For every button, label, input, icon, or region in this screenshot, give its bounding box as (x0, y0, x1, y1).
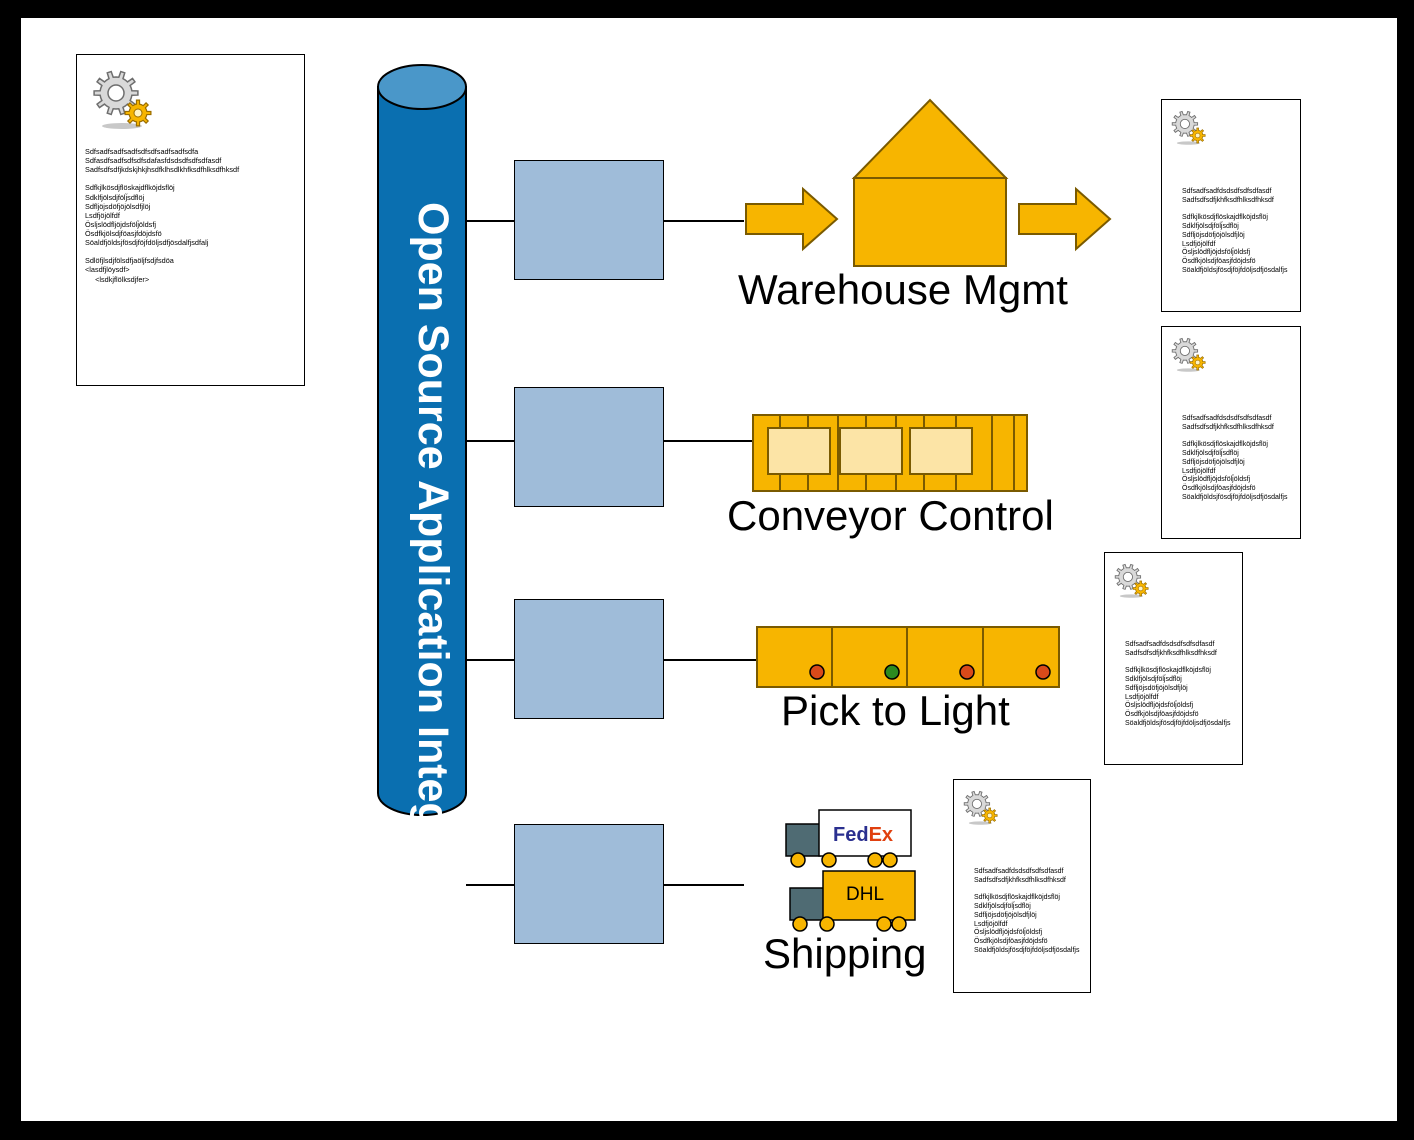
connector-system-to-icon-4 (664, 884, 744, 886)
system-adapter-box (514, 387, 664, 507)
output-document-text: Sdfsadfsadfdsdsdfsdfsdfasdf Sadfsdfsdfjk… (974, 868, 1080, 954)
conveyor-icon (752, 414, 1028, 492)
gears-icon (1171, 337, 1206, 372)
fedex-logo: FedEx (833, 824, 893, 847)
output-document-text: Sdfsadfsadfdsdsdfsdfsdfasdf Sadfsdfsdfjk… (1182, 415, 1288, 501)
connector-system-to-icon-2 (664, 440, 754, 442)
system-label-pick-to-light: Pick to Light (781, 687, 1010, 734)
indicator-light-red (959, 664, 975, 680)
warehouse-outbound-arrow (1018, 186, 1112, 252)
gears-icon (93, 70, 152, 129)
system-label-conveyor: Conveyor Control (727, 492, 1054, 539)
source-document-text: Sdfsadfsadfsadfsdfsdfsadfsadfsdfa Sdfasd… (85, 147, 240, 284)
pick-to-light-icon (756, 626, 1060, 688)
output-document: Sdfsadfsadfdsdsdfsdfsdfasdf Sadfsdfsdfjk… (953, 779, 1091, 993)
connector-bus-to-system-1 (466, 220, 514, 222)
indicator-light-red (1035, 664, 1051, 680)
integration-bus-top (377, 64, 467, 110)
output-document: Sdfsadfsadfdsdsdfsdfsdfasdf Sadfsdfsdfjk… (1161, 99, 1301, 312)
system-label-shipping: Shipping (763, 930, 927, 977)
fedex-logo-fed: Fed (833, 824, 869, 846)
gears-icon (1114, 563, 1149, 598)
output-document-text: Sdfsadfsadfdsdsdfsdfsdfasdf Sadfsdfsdfjk… (1125, 641, 1231, 727)
system-label-warehouse: Warehouse Mgmt (738, 266, 1068, 313)
output-document: Sdfsadfsadfdsdsdfsdfsdfasdf Sadfsdfsdfjk… (1161, 326, 1301, 539)
dhl-logo: DHL (846, 884, 885, 905)
connector-bus-to-system-3 (466, 659, 514, 661)
indicator-light-green (884, 664, 900, 680)
integration-bus-body (377, 86, 467, 816)
source-document: Sdfsadfsadfsadfsdfsdfsadfsadfsdfa Sdfasd… (76, 54, 305, 386)
system-adapter-box (514, 824, 664, 944)
output-document-text: Sdfsadfsadfdsdsdfsdfsdfasdf Sadfsdfsdfjk… (1182, 188, 1288, 274)
fedex-logo-ex: Ex (868, 824, 894, 846)
system-adapter-box (514, 599, 664, 719)
gears-icon (963, 790, 998, 825)
output-document: Sdfsadfsadfdsdsdfsdfsdfasdf Sadfsdfsdfjk… (1104, 552, 1243, 765)
integration-bus-label: Open Source Application Integration (409, 202, 457, 949)
connector-system-to-icon-3 (664, 659, 758, 661)
indicator-light-red (809, 664, 825, 680)
integration-bus (377, 64, 467, 816)
warehouse-icon (851, 98, 1009, 267)
connector-bus-to-system-2 (466, 440, 514, 442)
fedex-truck-icon (785, 809, 912, 868)
connector-bus-to-system-4 (466, 884, 514, 886)
warehouse-inbound-arrow (745, 186, 839, 252)
connector-system-to-icon-1 (664, 220, 744, 222)
gears-icon (1171, 110, 1206, 145)
dhl-truck-icon (789, 870, 916, 932)
shipping-trucks-icon (785, 809, 916, 932)
system-adapter-box (514, 160, 664, 280)
diagram-canvas: Sdfsadfsadfsadfsdfsdfsadfsadfsdfa Sdfasd… (20, 17, 1398, 1122)
